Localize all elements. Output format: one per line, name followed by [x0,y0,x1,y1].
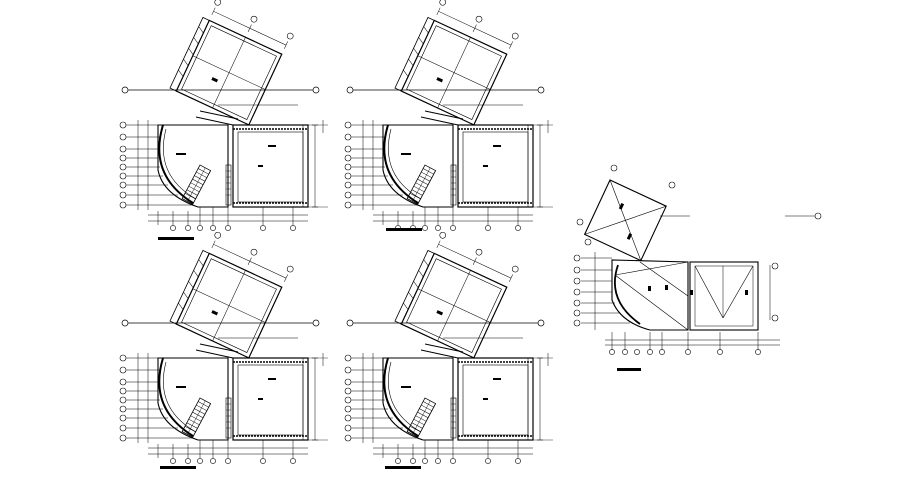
plan-2-caption-bar [386,228,422,231]
roof-plan-caption-bar [617,368,641,371]
plan-1-caption-bar [158,237,194,240]
plan-4-caption-bar [385,466,421,469]
plan-3-caption-bar [160,466,196,469]
roof-plan [573,164,822,371]
